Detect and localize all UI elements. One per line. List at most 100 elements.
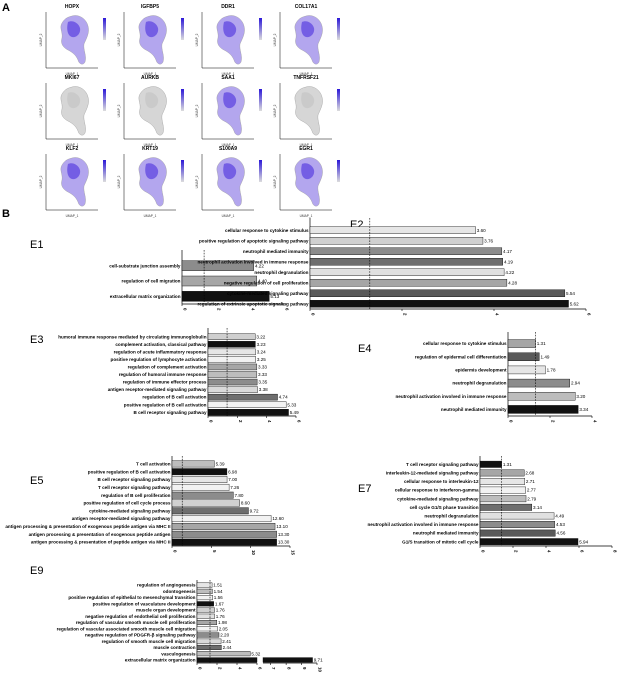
- chart-title: E7: [358, 483, 371, 495]
- bar: [479, 529, 556, 537]
- umap-y-label: UMAP_2: [39, 33, 43, 46]
- bar-value-label: 3.35: [258, 380, 267, 385]
- term-label: neutrophil activation involved in immune…: [367, 522, 478, 527]
- bar-value-label: 4.28: [508, 280, 517, 285]
- bar-value-label: 1.67: [215, 601, 224, 606]
- umap-x-label: UMAP_1: [66, 214, 79, 218]
- bar-value-label: 3.22: [256, 334, 265, 339]
- bar-value-label: 13.30: [278, 532, 290, 537]
- bar: [171, 460, 215, 468]
- bar: [171, 468, 228, 476]
- term-label: cellular response to cytokine stimulus: [423, 341, 507, 346]
- bar-value-label: 1.31: [537, 341, 546, 346]
- term-label: regulation of cell migration: [122, 279, 181, 284]
- umap-x-label: UMAP_1: [300, 143, 313, 147]
- x-tick-label: 2: [238, 420, 243, 423]
- bar-value-label: 3.34: [579, 407, 588, 412]
- term-label: neutrophil mediated immunity: [243, 249, 309, 254]
- bar-value-label: 3.20: [576, 394, 585, 399]
- term-label: regulation of vascular smooth muscle cel…: [76, 620, 196, 625]
- x-tick-label: 9: [302, 667, 307, 670]
- bar: [207, 341, 256, 348]
- umap-y-label: UMAP_2: [39, 175, 43, 188]
- bar: [479, 512, 555, 520]
- bar-value-label: 3.24: [257, 349, 266, 354]
- bar-value-label: 8.60: [241, 501, 250, 506]
- term-label: neutrophil degranulation: [424, 514, 478, 519]
- bar: [479, 521, 555, 528]
- bar: [309, 247, 503, 255]
- term-label: regulation of angiogenesis: [137, 583, 196, 588]
- bar-value-label: 5.39: [216, 462, 225, 467]
- umap-y-label: UMAP_2: [117, 104, 121, 117]
- bar: [171, 538, 277, 546]
- term-label: positive regulation of cell cycle proces…: [83, 501, 171, 506]
- colorbar: [103, 160, 106, 182]
- colorbar: [181, 18, 184, 40]
- colorbar: [259, 89, 262, 111]
- bar-value-label: 4.22: [505, 270, 514, 275]
- bar-value-label: 7.80: [235, 493, 244, 498]
- x-tick-label: 2: [217, 308, 222, 311]
- bar: [196, 595, 213, 601]
- term-label: cytokine-mediated signaling pathway: [227, 291, 309, 296]
- x-tick-label: 0: [311, 313, 316, 316]
- umap-y-label: UMAP_2: [273, 104, 277, 117]
- umap-x-label: UMAP_1: [144, 143, 157, 147]
- x-tick-label: 0: [198, 667, 203, 670]
- term-label: neutrophil degranulation: [254, 270, 308, 275]
- bar-value-label: 3.25: [257, 357, 266, 362]
- bar-value-label: 9.71: [314, 657, 323, 662]
- bar: [207, 348, 256, 356]
- bar-value-label: 5.33: [287, 402, 296, 407]
- bar-value-label: 2.05: [219, 626, 228, 631]
- chart-title: E3: [30, 334, 43, 346]
- term-label: G1/S transition of mitotic cell cycle: [402, 539, 479, 544]
- x-tick-label: 0: [509, 420, 514, 423]
- bar-value-label: 4.17: [503, 249, 512, 254]
- bar: [207, 393, 278, 401]
- x-tick-label: 5: [212, 550, 217, 553]
- gene-label: S100A9: [219, 146, 237, 152]
- bar: [196, 607, 215, 613]
- colorbar: [181, 160, 184, 182]
- gene-label: SAA1: [221, 75, 235, 81]
- bar: [196, 601, 214, 607]
- x-tick-label: 15: [291, 550, 296, 555]
- bar-value-label: 6.98: [228, 469, 237, 474]
- bar: [196, 644, 222, 650]
- bar: [171, 499, 240, 507]
- term-label: regulation of complement activation: [128, 365, 207, 370]
- x-tick-label: 0: [173, 550, 178, 553]
- gene-label: HOPX: [65, 4, 80, 10]
- umap-x-label: UMAP_1: [66, 143, 79, 147]
- bar-value-label: 5.94: [579, 539, 588, 544]
- bar-value-label: 2.94: [571, 381, 580, 386]
- term-label: regulation of immune effector process: [123, 380, 207, 385]
- umap-y-label: UMAP_2: [195, 33, 199, 46]
- bar: [309, 258, 503, 266]
- bar: [207, 371, 258, 378]
- x-tick-label: 2: [403, 313, 408, 316]
- bar: [507, 352, 540, 361]
- bar: [171, 530, 277, 538]
- gene-label: KRT19: [142, 146, 158, 152]
- bar: [207, 378, 258, 386]
- gene-label: IGFBP5: [141, 4, 159, 10]
- bar: [207, 333, 256, 340]
- bar-value-label: 3.33: [258, 365, 267, 370]
- x-tick-label: 0: [209, 420, 214, 423]
- bar-value-label: 1.51: [213, 583, 222, 588]
- bar-value-label: 1.54: [214, 589, 223, 594]
- umap-grid: HOPXUMAP_1UMAP_2IGFBP5UMAP_1UMAP_2DDR1UM…: [39, 4, 340, 218]
- bar-value-label: 2.79: [527, 496, 536, 501]
- term-label: negative regulation of cell proliferatio…: [224, 280, 309, 285]
- umap-y-label: UMAP_2: [195, 104, 199, 117]
- term-label: humoral immune response mediated by circ…: [58, 334, 206, 339]
- bar: [479, 538, 579, 546]
